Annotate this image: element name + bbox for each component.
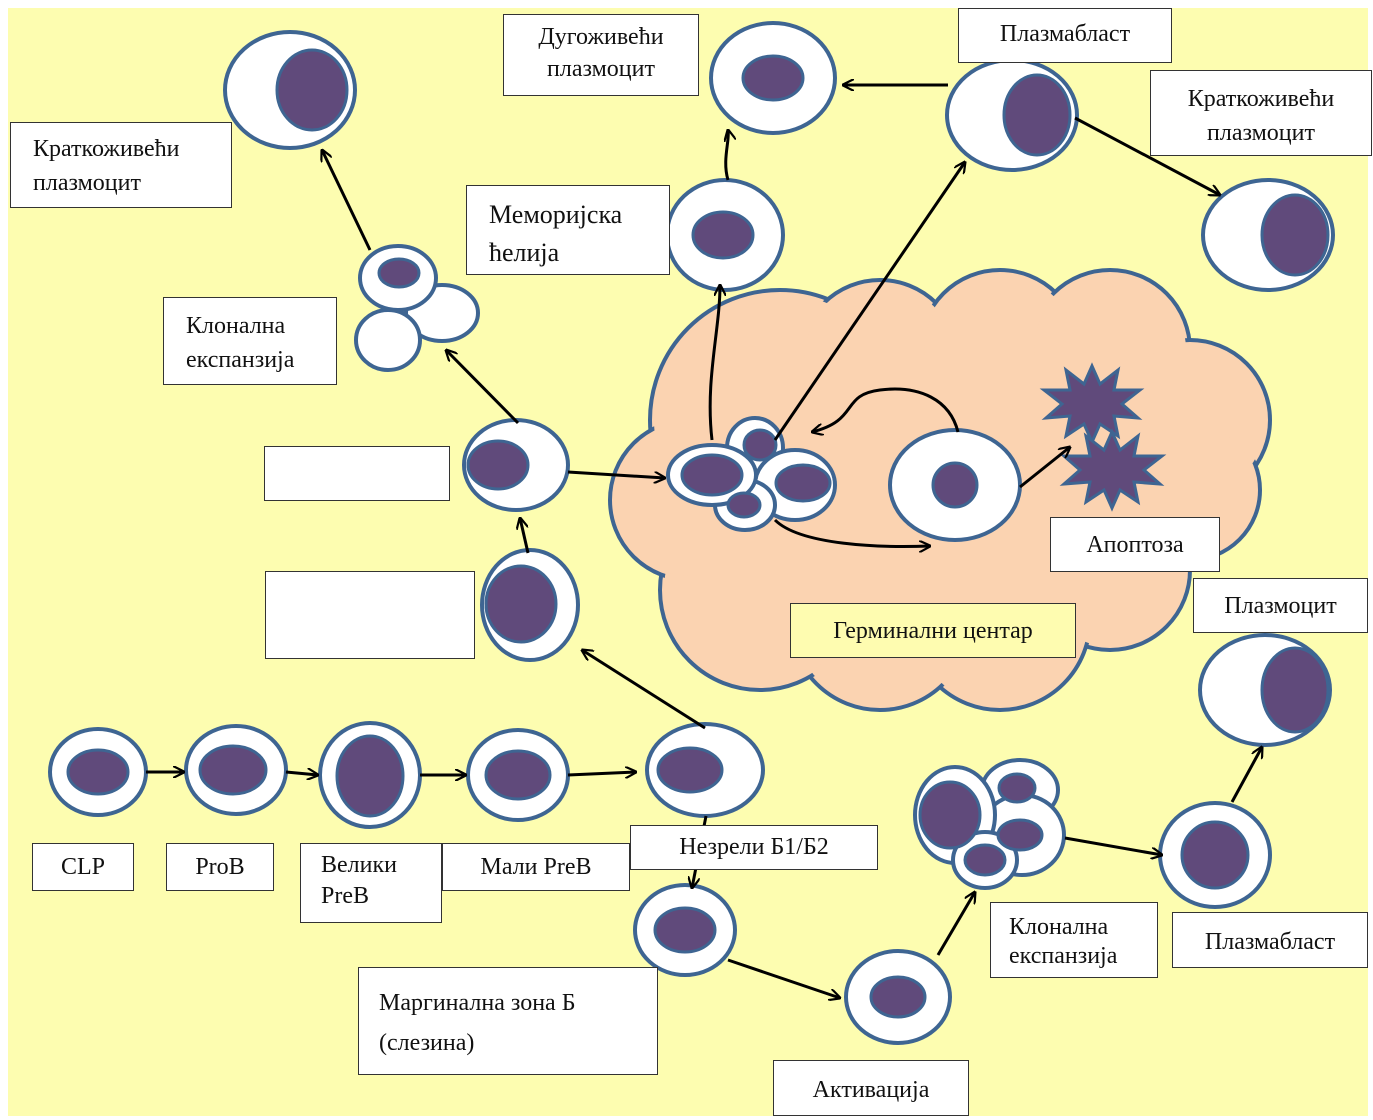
label-memory-cell: Меморијска ћелија — [466, 185, 670, 275]
label-clp: CLP — [32, 843, 134, 891]
label-immature: Незрели Б1/Б2 — [630, 825, 878, 870]
label-plasmablast-top-text: Плазмабласт — [959, 19, 1171, 50]
label-short-lived-left-line1: Краткоживећи — [33, 133, 231, 167]
label-memory-cell-line2: ћелија — [489, 234, 669, 272]
label-clonal-expansion-bottom-line2: експанзија — [1009, 942, 1157, 971]
label-plasmablast-bottom-text: Плазмабласт — [1173, 927, 1367, 958]
blank-box-upper — [264, 446, 450, 501]
label-large-preb-line1: Велики — [321, 850, 441, 881]
label-short-lived-left: Краткоживећи плазмоцит — [10, 122, 232, 208]
label-clonal-expansion-bottom: Клонална експанзија — [990, 902, 1158, 978]
label-prob-text: ProB — [167, 852, 273, 883]
label-small-preb-text: Мали PreB — [443, 852, 629, 883]
label-plasmocyte: Плазмоцит — [1193, 578, 1368, 633]
label-clonal-expansion-left-line1: Клонална — [186, 310, 336, 344]
label-short-lived-left-line2: плазмоцит — [33, 167, 231, 201]
label-apoptosis: Апоптоза — [1050, 517, 1220, 572]
label-prob: ProB — [166, 843, 274, 891]
label-small-preb: Мали PreB — [442, 843, 630, 891]
label-activation: Активација — [773, 1060, 969, 1116]
label-activation-text: Активација — [774, 1075, 968, 1106]
label-plasmablast-top: Плазмабласт — [958, 8, 1172, 63]
label-germinal-center-text: Герминални центар — [791, 616, 1075, 647]
clonal-cell-b — [356, 310, 420, 370]
label-plasmablast-bottom: Плазмабласт — [1172, 912, 1368, 968]
label-clonal-expansion-left: Клонална експанзија — [163, 297, 337, 385]
label-short-lived-right-line2: плазмоцит — [1151, 117, 1371, 151]
label-marginal-zone-line2: (слезина) — [379, 1024, 657, 1064]
label-clonal-expansion-left-line2: експанзија — [186, 344, 336, 378]
label-germinal-center: Герминални центар — [790, 603, 1076, 658]
label-clp-text: CLP — [33, 852, 133, 883]
label-clonal-expansion-bottom-line1: Клонална — [1009, 913, 1157, 942]
label-large-preb: Велики PreB — [300, 843, 442, 923]
label-long-lived-line1: Дугоживећи — [504, 21, 698, 53]
label-immature-text: Незрели Б1/Б2 — [631, 832, 877, 863]
label-short-lived-right: Краткоживећи плазмоцит — [1150, 70, 1372, 156]
blank-box-lower — [265, 571, 475, 659]
label-short-lived-right-line1: Краткоживећи — [1151, 83, 1371, 117]
label-marginal-zone: Маргинална зона Б (слезина) — [358, 967, 658, 1075]
label-large-preb-line2: PreB — [321, 881, 441, 912]
label-apoptosis-text: Апоптоза — [1051, 530, 1219, 561]
label-long-lived: Дугоживећи плазмоцит — [503, 14, 699, 96]
label-memory-cell-line1: Меморијска — [489, 196, 669, 234]
label-marginal-zone-line1: Маргинална зона Б — [379, 984, 657, 1024]
label-plasmocyte-text: Плазмоцит — [1194, 591, 1367, 622]
label-long-lived-line2: плазмоцит — [504, 53, 698, 85]
